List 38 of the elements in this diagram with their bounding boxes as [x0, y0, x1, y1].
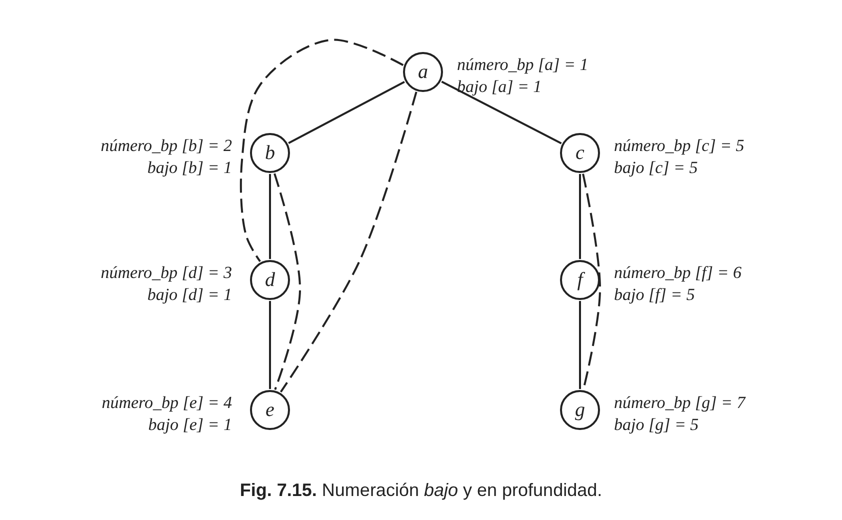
graph-node [403, 52, 443, 92]
node-annotation: bajo [g] = 5 [614, 416, 699, 433]
tree-edge [269, 174, 271, 259]
tree-edge [269, 301, 271, 389]
node-label: b [265, 143, 275, 163]
node-annotation: número_bp [e] = 4 [102, 394, 232, 411]
node-label: f [577, 270, 583, 290]
node-annotation: número_bp [b] = 2 [100, 137, 232, 154]
tree-edge [579, 174, 581, 259]
node-annotation: bajo [b] = 1 [147, 159, 232, 176]
node-annotation: bajo [d] = 1 [147, 286, 232, 303]
graph-node [560, 260, 600, 300]
tree-edge [441, 80, 562, 144]
node-label: g [575, 400, 585, 420]
node-label: a [418, 62, 428, 82]
graph-node [250, 133, 290, 173]
node-label: d [265, 270, 275, 290]
graph-node [250, 260, 290, 300]
tree-edge [579, 301, 581, 389]
dashed-edge [280, 92, 418, 393]
node-annotation: número_bp [f] = 6 [614, 264, 742, 281]
node-annotation: número_bp [c] = 5 [614, 137, 744, 154]
tree-edge [288, 80, 405, 144]
node-annotation: número_bp [a] = 1 [457, 56, 588, 73]
figure-caption: Fig. 7.15. Numeración bajo y en profundidad. [238, 480, 604, 501]
dashed-edge [274, 173, 301, 390]
graph-node [560, 133, 600, 173]
node-label: e [266, 400, 274, 420]
node-annotation: bajo [e] = 1 [148, 416, 232, 433]
dashed-edge [240, 38, 404, 262]
graph-node [560, 390, 600, 430]
node-annotation: bajo [c] = 5 [614, 159, 698, 176]
node-annotation: número_bp [d] = 3 [100, 264, 232, 281]
node-annotation: número_bp [g] = 7 [614, 394, 746, 411]
node-annotation: bajo [a] = 1 [457, 78, 542, 95]
node-annotation: bajo [f] = 5 [614, 286, 695, 303]
graph-node [250, 390, 290, 430]
node-label: c [576, 143, 584, 163]
